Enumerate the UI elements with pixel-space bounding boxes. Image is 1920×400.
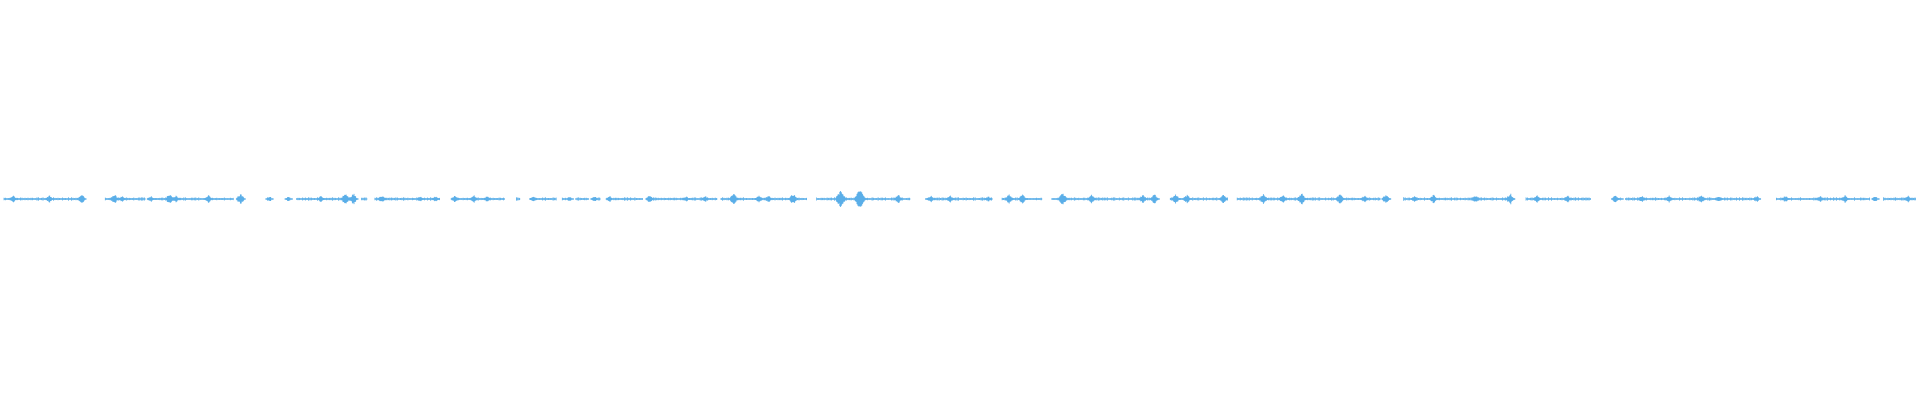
waveform-burst: [1781, 196, 1791, 202]
waveform-noise: [1403, 197, 1512, 201]
waveform-burst: [1903, 195, 1913, 203]
waveform-burst: [1815, 196, 1825, 202]
waveform-burst: [1714, 197, 1723, 201]
waveform-burst: [754, 195, 764, 203]
waveform-burst: [9, 195, 18, 203]
waveform-burst: [1004, 194, 1015, 204]
waveform-burst: [565, 197, 574, 201]
waveform-burst: [118, 196, 127, 202]
waveform-burst: [265, 197, 274, 201]
waveform-burst: [1381, 195, 1392, 203]
waveform-burst: [1638, 196, 1647, 202]
waveform-burst: [1171, 194, 1181, 204]
waveform-burst: [377, 196, 387, 202]
waveform-burst: [984, 196, 993, 202]
waveform-burst: [590, 197, 599, 201]
waveform-burst: [1505, 193, 1516, 205]
waveform-burst: [682, 196, 691, 202]
waveform-burst: [1150, 194, 1160, 204]
waveform-burst: [1219, 195, 1228, 203]
waveform-burst: [203, 195, 213, 203]
waveform-noise: [516, 197, 520, 201]
waveform-burst: [1532, 195, 1542, 203]
waveform-burst: [316, 196, 326, 202]
waveform-burst: [926, 195, 936, 203]
waveform-burst: [146, 196, 155, 202]
waveform-burst: [1611, 195, 1621, 203]
waveform-burst: [1278, 195, 1288, 203]
waveform-burst: [1335, 194, 1346, 204]
waveform-burst: [348, 193, 359, 205]
waveform-burst: [701, 196, 710, 202]
waveform-burst: [483, 196, 492, 202]
waveform-burst: [469, 195, 479, 203]
waveform-burst: [1182, 194, 1192, 204]
waveform-burst: [77, 195, 87, 203]
waveform-noise: [575, 197, 589, 201]
waveform-burst: [1360, 195, 1370, 203]
waveform-burst: [605, 196, 614, 202]
waveform-burst: [1664, 195, 1674, 203]
waveform-burst: [1018, 194, 1028, 204]
waveform-burst: [109, 195, 120, 203]
waveform-burst: [235, 194, 246, 204]
waveform-noise: [613, 197, 643, 201]
waveform-burst: [284, 197, 293, 201]
waveform-burst: [1057, 193, 1069, 205]
waveform-burst: [1840, 195, 1850, 203]
waveform-burst: [1410, 196, 1419, 202]
waveform-burst: [729, 194, 740, 204]
waveform-noise: [561, 197, 566, 201]
waveform-burst: [945, 195, 955, 203]
waveform-burst: [1563, 195, 1573, 203]
waveform-burst: [529, 196, 538, 202]
waveform-burst: [788, 195, 799, 203]
waveform-burst: [835, 191, 848, 207]
waveform-burst: [431, 196, 440, 202]
waveform-burst: [1258, 194, 1269, 204]
waveform-burst: [171, 195, 181, 203]
waveform-burst: [45, 195, 55, 203]
waveform-burst: [416, 196, 425, 202]
waveform-burst: [1471, 196, 1481, 202]
waveform-burst: [450, 196, 460, 202]
waveform-burst: [1087, 194, 1097, 204]
waveform-burst: [764, 196, 774, 202]
waveform-burst: [1697, 195, 1706, 203]
waveform-burst: [854, 191, 868, 207]
waveform-burst: [1871, 197, 1880, 201]
waveform-burst: [894, 195, 903, 203]
waveform-burst: [1138, 195, 1148, 203]
waveform-burst: [1429, 194, 1439, 204]
waveform-burst: [1752, 196, 1762, 202]
waveform-burst: [1296, 193, 1308, 205]
waveform-noise: [361, 197, 367, 201]
waveform-burst: [645, 196, 655, 202]
